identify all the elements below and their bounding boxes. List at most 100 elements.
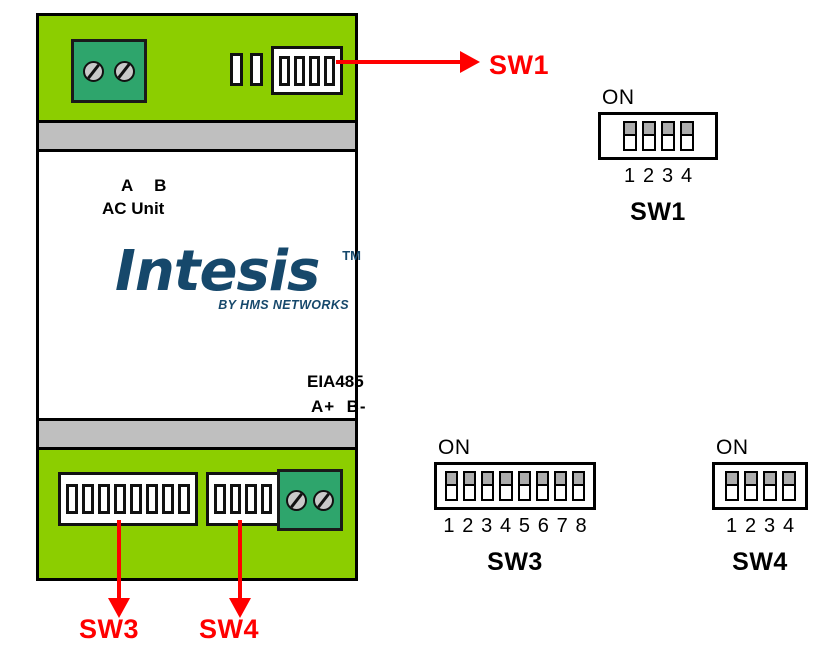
- dip-slider-upper: [483, 473, 493, 486]
- callout-arrow-sw3-line: [117, 520, 121, 600]
- dip-number-sw1-4: 4: [680, 165, 693, 187]
- dip-slider-upper: [745, 473, 756, 486]
- dip-number-sw4-4: 4: [782, 515, 795, 537]
- dip-switch-body-sw3: [434, 462, 596, 510]
- intesis-logo: Intesis TM BY HMS NETWORKS: [115, 244, 361, 313]
- dip-slider-lower: [519, 486, 529, 499]
- dip-slider-upper: [681, 123, 692, 136]
- screw-icon: [286, 489, 307, 511]
- dip-number-sw3-6: 6: [537, 515, 549, 537]
- dip-title-sw4: SW4: [732, 548, 788, 576]
- dip-switch-sw3-3[interactable]: [481, 471, 495, 501]
- trademark-symbol: TM: [342, 248, 361, 263]
- logo-tagline: BY HMS NETWORKS: [218, 298, 349, 312]
- dip-number-sw3-1: 1: [443, 515, 455, 537]
- dip-switch-sw3-8[interactable]: [571, 471, 585, 501]
- screw-icon: [113, 60, 135, 82]
- top-pin-connector-sw1: [271, 46, 343, 95]
- dip-slider-upper: [783, 473, 794, 486]
- dip-slider-lower: [764, 486, 775, 499]
- callout-arrow-sw3-head: [108, 598, 130, 618]
- din-rail-band-bottom: [39, 418, 355, 450]
- dip-slider-upper: [573, 473, 583, 486]
- connector-pin: [178, 484, 190, 514]
- dip-switch-body-sw4: [712, 462, 808, 510]
- dip-slider-lower: [555, 486, 565, 499]
- dip-slider-lower: [483, 486, 493, 499]
- dip-slider-upper: [643, 123, 654, 136]
- dip-number-sw4-2: 2: [744, 515, 757, 537]
- dip-switch-sw1-1[interactable]: [622, 121, 637, 151]
- connector-pin: [260, 484, 272, 514]
- connector-pin: [130, 484, 142, 514]
- dip-slider-upper: [519, 473, 529, 486]
- callout-arrow-sw1-head: [460, 51, 480, 73]
- callout-label-sw1: SW1: [489, 50, 550, 80]
- connector-pin: [279, 55, 290, 86]
- dip-number-sw4-1: 1: [725, 515, 738, 537]
- connector-pin: [82, 484, 94, 514]
- dip-switch-sw3-1[interactable]: [445, 471, 459, 501]
- dip-switch-sw4-1[interactable]: [724, 471, 739, 501]
- dip-switch-sw3-4[interactable]: [499, 471, 513, 501]
- connector-pin: [214, 484, 226, 514]
- label-ac-unit-pins: A B: [121, 176, 171, 195]
- dip-switch-sw3-6[interactable]: [535, 471, 549, 501]
- connector-pin: [114, 484, 126, 514]
- dip-switch-sw3-2[interactable]: [463, 471, 477, 501]
- led-indicator: [230, 53, 243, 86]
- dip-slider-lower: [573, 486, 583, 499]
- dip-slider-lower: [447, 486, 457, 499]
- dip-number-sw1-3: 3: [661, 165, 674, 187]
- dip-number-sw3-8: 8: [575, 515, 587, 537]
- dip-switch-sw1-2[interactable]: [641, 121, 656, 151]
- dip-switch-sw4-3[interactable]: [762, 471, 777, 501]
- dip-slider-upper: [537, 473, 547, 486]
- bottom-screw-terminal-block: [277, 469, 343, 531]
- dip-switch-sw1-4[interactable]: [679, 121, 694, 151]
- dip-slider-lower: [783, 486, 794, 499]
- top-screw-terminal-block: [71, 39, 147, 103]
- dip-number-sw3-3: 3: [481, 515, 493, 537]
- dip-number-sw3-5: 5: [518, 515, 530, 537]
- led-indicator: [250, 53, 263, 86]
- device-top-panel: [39, 16, 355, 120]
- connector-pin: [324, 55, 335, 86]
- screw-icon: [83, 60, 105, 82]
- dip-switch-sw4-2[interactable]: [743, 471, 758, 501]
- dip-number-sw4-3: 3: [763, 515, 776, 537]
- dip-number-sw1-2: 2: [642, 165, 655, 187]
- dip-slider-lower: [662, 136, 673, 149]
- connector-pin: [162, 484, 174, 514]
- dip-number-sw3-4: 4: [500, 515, 512, 537]
- label-eia485: EIA485: [307, 372, 364, 391]
- dip-title-sw1: SW1: [630, 198, 686, 226]
- connector-pin: [146, 484, 158, 514]
- dip-slider-lower: [624, 136, 635, 149]
- dip-slider-lower: [643, 136, 654, 149]
- label-eia485-pins: A+ B-: [311, 397, 367, 416]
- dip-switch-sw3-5[interactable]: [517, 471, 531, 501]
- connector-pin: [98, 484, 110, 514]
- dip-title-sw3: SW3: [487, 548, 543, 576]
- dip-switch-sw3-7[interactable]: [553, 471, 567, 501]
- dip-slider-lower: [745, 486, 756, 499]
- screw-icon: [313, 489, 334, 511]
- dip-slider-upper: [447, 473, 457, 486]
- callout-label-sw3: SW3: [79, 614, 140, 644]
- dip-switch-sw4-4[interactable]: [781, 471, 796, 501]
- dip-slider-upper: [555, 473, 565, 486]
- dip-switch-sw1-3[interactable]: [660, 121, 675, 151]
- dip-number-sw3-7: 7: [556, 515, 568, 537]
- din-rail-band-top: [39, 120, 355, 152]
- connector-pin: [229, 484, 241, 514]
- connector-pin: [245, 484, 257, 514]
- callout-arrow-sw4-line: [238, 520, 242, 600]
- dip-slider-lower: [465, 486, 475, 499]
